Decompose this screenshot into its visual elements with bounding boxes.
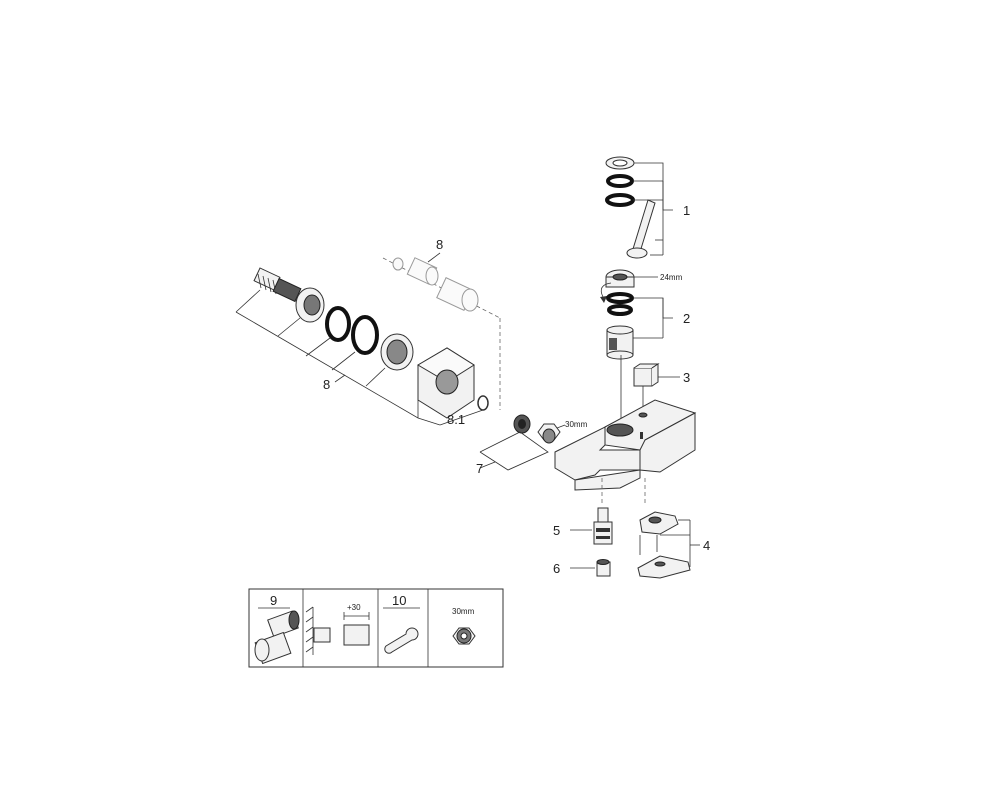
handle-bottom <box>637 555 691 579</box>
callout-8-1: 8.1 <box>447 412 465 427</box>
washer-8-1 <box>477 395 489 411</box>
tool-size-30mm: 30mm <box>452 607 475 616</box>
extension-dimension: +30 <box>347 603 361 612</box>
part-5-diverter: 5 <box>553 507 613 545</box>
part-2-cartridge: 24mm 2 <box>600 269 690 360</box>
dimension-24mm: 24mm <box>660 273 683 282</box>
rotate-arrow <box>600 282 612 298</box>
part-7-check-valve: 30mm 7 <box>476 414 588 476</box>
cartridge-ring-b <box>607 304 633 316</box>
cartridge-ring-a <box>606 292 634 304</box>
button-bore <box>638 412 648 418</box>
tool-number-9: 9 <box>270 593 277 608</box>
dimension-30mm: 30mm <box>565 420 588 429</box>
seal-ring-a <box>606 174 634 188</box>
tools-box: 9 +30 10 30mm <box>248 588 504 668</box>
callout-1: 1 <box>683 203 690 218</box>
lever-handle <box>632 199 656 253</box>
mixer-body <box>554 399 697 505</box>
button-cube <box>633 367 653 387</box>
ghost-washer <box>392 257 404 271</box>
callout-6: 6 <box>553 561 560 576</box>
extension-30 <box>343 624 370 646</box>
tool-number-10: 10 <box>392 593 406 608</box>
part-1-assembly: 1 <box>605 156 690 259</box>
wrench-icon <box>384 627 419 654</box>
part-4-handle: 4 <box>637 511 710 579</box>
part-8-connector-group: 8 8.1 <box>235 267 489 427</box>
part-8-extension-group: 8 <box>382 237 501 410</box>
s-union-body <box>272 277 302 303</box>
seal-ring-b <box>605 193 635 207</box>
callout-3: 3 <box>683 370 690 385</box>
lever-foot <box>626 247 648 259</box>
handle-top <box>639 511 679 535</box>
part-3-button: 3 <box>620 355 690 420</box>
callout-8-top: 8 <box>436 237 443 252</box>
callout-7: 7 <box>476 461 483 476</box>
cap-disc-inner <box>612 159 628 167</box>
cartridge-bore <box>606 423 634 437</box>
part-6-insert: 6 <box>553 559 611 577</box>
callout-5: 5 <box>553 523 560 538</box>
callout-8-left: 8 <box>323 377 330 392</box>
o-ring-a <box>325 306 351 342</box>
o-ring-b <box>351 315 379 355</box>
diverter-body <box>593 521 613 545</box>
callout-2: 2 <box>683 311 690 326</box>
callout-4: 4 <box>703 538 710 553</box>
diverter-stem <box>597 507 609 524</box>
wall-connector <box>313 627 331 643</box>
